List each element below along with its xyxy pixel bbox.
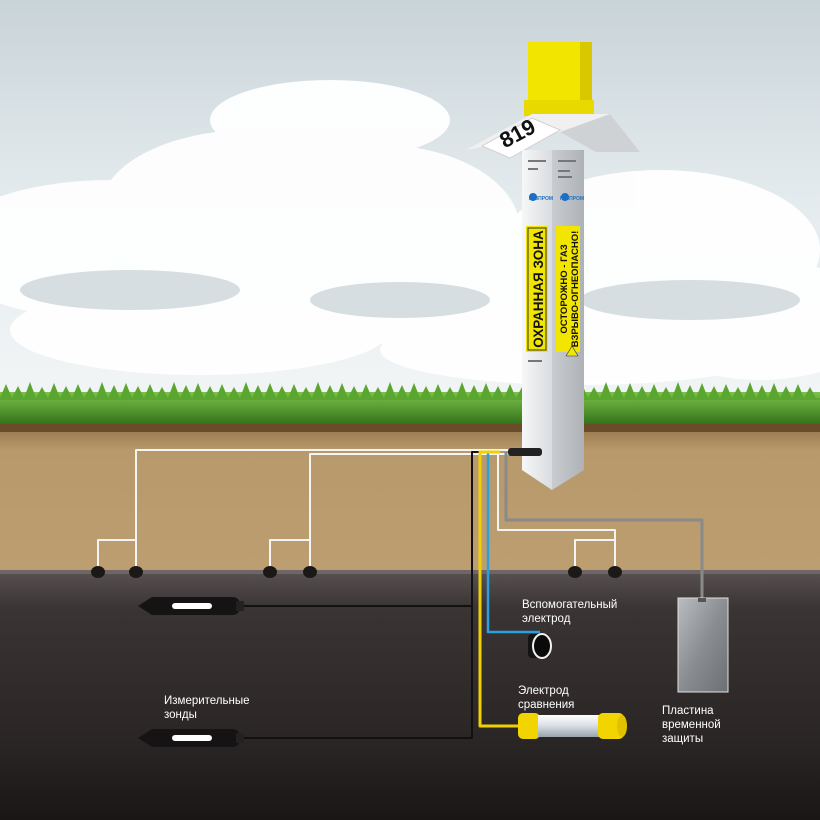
probes-label-line2: зонды xyxy=(164,709,197,721)
probes-label: Измерительные зонды xyxy=(164,694,250,722)
temporary-protection-plate xyxy=(677,597,729,693)
grass xyxy=(0,382,820,432)
probes-label-line1: Измерительные xyxy=(164,695,250,707)
temp-plate-label-line3: защиты xyxy=(662,733,704,745)
measuring-probe-lower xyxy=(138,729,244,747)
wires xyxy=(97,449,704,739)
pipe-contacts xyxy=(91,566,622,578)
post-brand-side: ГАЗПРОМ xyxy=(560,196,584,202)
post-warning-line1: ОСТОРОЖНО - ГАЗ xyxy=(559,244,570,333)
temp-plate-label: Пластина временной защиты xyxy=(662,704,721,746)
aux-electrode-label-line2: электрод xyxy=(522,613,571,625)
reference-electrode-label-line1: Электрод xyxy=(518,685,569,697)
reference-electrode xyxy=(518,713,627,739)
reference-electrode-label: Электрод сравнения xyxy=(518,684,574,712)
reference-electrode-label-line2: сравнения xyxy=(518,699,575,711)
aux-electrode-label: Вспомогательный электрод xyxy=(522,598,617,626)
marker-post xyxy=(466,42,640,490)
post-warning-line2: ВЗРЫВО-ОГНЕОПАСНО! xyxy=(570,231,581,348)
temp-plate-label-line2: временной xyxy=(662,719,721,731)
auxiliary-electrode xyxy=(528,633,552,659)
post-brand-front: ГАЗПРОМ xyxy=(529,196,553,202)
measuring-probe-upper xyxy=(138,597,244,615)
temp-plate-label-line1: Пластина xyxy=(662,705,714,717)
post-zone-label: ОХРАННАЯ ЗОНА xyxy=(531,230,546,348)
aux-electrode-label-line1: Вспомогательный xyxy=(522,599,618,611)
sky xyxy=(0,0,820,400)
